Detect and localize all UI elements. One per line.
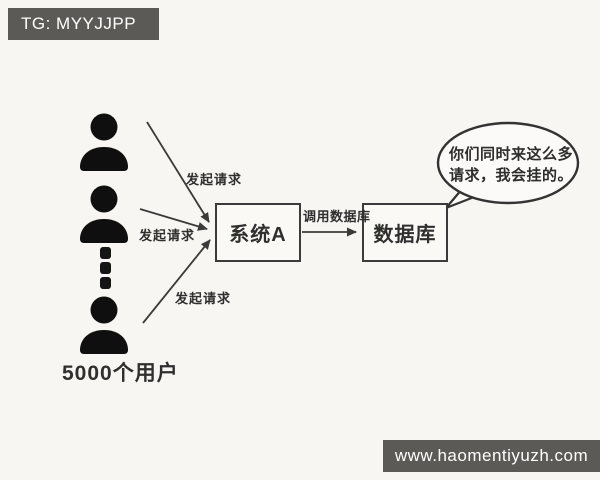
request-label-2: 发起请求: [139, 228, 196, 243]
speech-bubble-line-2: 请求，我会挂的。: [449, 167, 574, 184]
speech-bubble-line-1: 你们同时来这么多: [449, 146, 574, 163]
database-box: 数据库: [362, 203, 448, 262]
user-icon: [80, 113, 128, 171]
speech-bubble: [436, 121, 580, 210]
system-a-box: 系统A: [215, 203, 301, 262]
request-arrow-3: [142, 239, 211, 324]
user-icon: [80, 185, 128, 243]
system-a-label: 系统A: [229, 224, 287, 246]
request-arrow-2: [139, 208, 208, 231]
ellipsis-dots-icon: [100, 247, 111, 289]
user-icon: [80, 296, 128, 354]
watermark-bottom-right: www.haomentiyuzh.com: [383, 440, 600, 472]
request-arrow-1: [146, 121, 210, 223]
database-label: 数据库: [373, 224, 437, 246]
users-count-label: 5000个用户: [62, 362, 179, 385]
watermark-top-left: TG: MYYJJPP: [8, 8, 159, 40]
call-db-label: 调用数据库: [303, 209, 371, 224]
speech-bubble-text: 你们同时来这么多 请求，我会挂的。: [449, 144, 577, 186]
request-label-1: 发起请求: [186, 172, 243, 187]
request-label-3: 发起请求: [175, 291, 232, 306]
